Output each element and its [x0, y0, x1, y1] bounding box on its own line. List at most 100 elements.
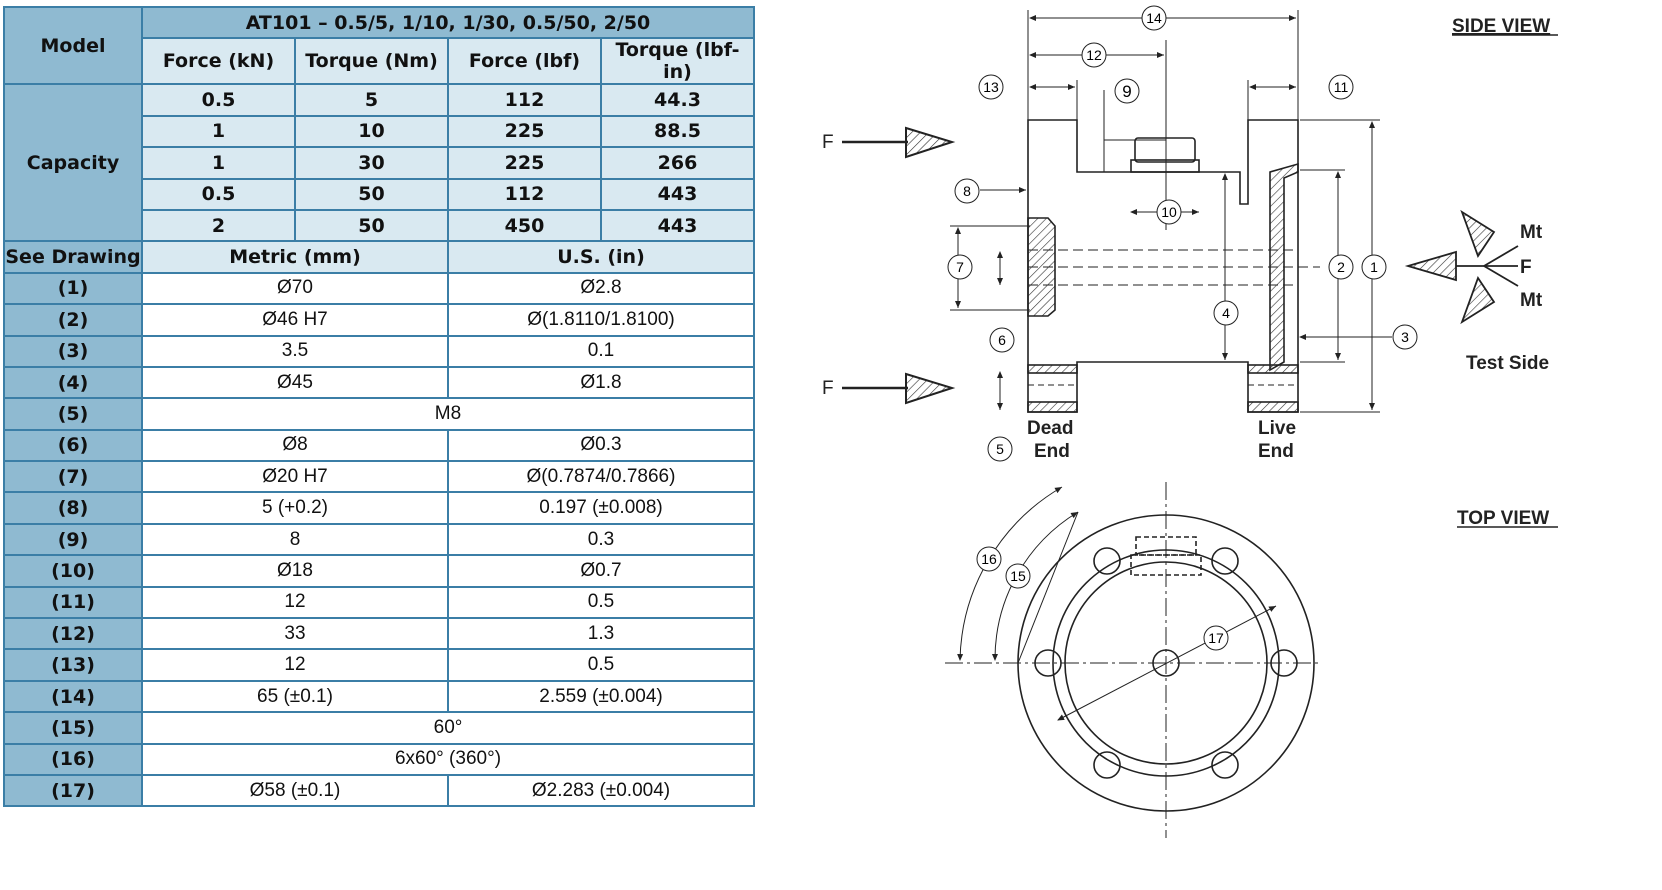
side-view [950, 10, 1392, 413]
dimension-id: (13) [3, 648, 143, 682]
test-force-label: F [1520, 257, 1532, 278]
callout-6-text: 6 [998, 332, 1006, 348]
dimension-id: (17) [3, 773, 143, 808]
callout-3-text: 3 [1401, 329, 1409, 345]
live-end-label-2: End [1258, 441, 1294, 462]
callout-5-text: 5 [996, 441, 1004, 457]
dimension-metric: 12 [141, 585, 449, 620]
dimension-us: 2.559 (±0.004) [447, 679, 755, 714]
dimension-us: Ø(0.7874/0.7866) [447, 460, 755, 494]
callout-11: 11 [1328, 74, 1354, 100]
callout-6: 6 [989, 327, 1015, 353]
dimension-id: (2) [3, 303, 143, 337]
capacity-cell: 443 [600, 177, 755, 211]
dimension-us: 0.5 [447, 648, 755, 682]
dimension-id: (11) [3, 585, 143, 620]
dimension-row: (16)6x60° (360°) [3, 742, 755, 776]
view-labels: SIDE VIEW TOP VIEW [1452, 16, 1558, 529]
col-header-torque-lbfin: Torque (lbf-in) [600, 37, 755, 86]
us-header: U.S. (in) [447, 240, 755, 274]
callouts: 14 12 13 9 11 8 10 7 6 4 2 1 3 5 [947, 5, 1418, 462]
dimension-value: 60° [141, 711, 755, 745]
dimension-id: (14) [3, 679, 143, 714]
capacity-cell: 266 [600, 146, 755, 180]
dimension-id: (6) [3, 428, 143, 463]
dimension-row: (17)Ø58 (±0.1)Ø2.283 (±0.004) [3, 773, 755, 808]
callout-11-text: 11 [1334, 79, 1349, 95]
dimension-row: (8)5 (+0.2)0.197 (±0.008) [3, 491, 755, 525]
dimension-us: Ø(1.8110/1.8100) [447, 303, 755, 337]
top-view-callouts: 16 15 17 [976, 546, 1229, 651]
dimension-id: (10) [3, 554, 143, 588]
force-label-top: F [822, 132, 834, 153]
dimension-metric: Ø58 (±0.1) [141, 773, 449, 808]
spec-table: Model AT101 – 0.5/5, 1/10, 1/30, 0.5/50,… [3, 5, 755, 808]
capacity-cell: 1 [141, 114, 296, 149]
top-view [945, 482, 1320, 838]
dimension-id: (7) [3, 460, 143, 494]
col-header-force-lbf: Force (lbf) [447, 37, 602, 86]
model-title: AT101 – 0.5/5, 1/10, 1/30, 0.5/50, 2/50 [141, 5, 755, 40]
dimension-row: (5)M8 [3, 397, 755, 431]
dimension-id: (16) [3, 742, 143, 776]
see-drawing-label: See Drawing [3, 240, 143, 274]
callout-1: 1 [1361, 254, 1387, 280]
callout-17: 17 [1203, 625, 1229, 651]
capacity-cell: 0.5 [141, 83, 296, 117]
callout-12: 12 [1081, 42, 1107, 68]
dimension-metric: 33 [141, 617, 449, 651]
callout-16-text: 16 [981, 551, 997, 567]
test-side-label: Test Side [1466, 353, 1549, 374]
callout-8-text: 8 [963, 183, 971, 199]
dimension-us: 1.3 [447, 617, 755, 651]
capacity-cell: 50 [294, 208, 449, 243]
dimension-id: (15) [3, 711, 143, 745]
callout-13-text: 13 [983, 79, 999, 95]
dimension-metric: 65 (±0.1) [141, 679, 449, 714]
capacity-cell: 112 [447, 83, 602, 117]
force-label-bottom: F [822, 378, 834, 399]
moment-label-top: Mt [1520, 222, 1543, 243]
live-end-label-1: Live [1258, 418, 1296, 439]
force-arrowhead-top [905, 126, 956, 159]
title-row: Model AT101 – 0.5/5, 1/10, 1/30, 0.5/50,… [3, 5, 755, 86]
dimension-id: (12) [3, 617, 143, 651]
dimension-us: Ø1.8 [447, 365, 755, 400]
dead-end-label-2: End [1034, 441, 1070, 462]
callout-12-text: 12 [1086, 47, 1102, 63]
dimension-row: (15)60° [3, 711, 755, 745]
col-header-force-kn: Force (kN) [141, 37, 296, 86]
dimension-metric: 3.5 [141, 334, 449, 368]
capacity-label: Capacity [3, 83, 143, 243]
callout-4-text: 4 [1222, 305, 1230, 321]
callout-17-text: 17 [1208, 630, 1224, 646]
dimension-us: 0.3 [447, 522, 755, 557]
dimension-us: Ø0.7 [447, 554, 755, 588]
moment-label-bottom: Mt [1520, 290, 1543, 311]
dimension-us: Ø2.283 (±0.004) [447, 773, 755, 808]
metric-header: Metric (mm) [141, 240, 449, 274]
dimension-metric: Ø8 [141, 428, 449, 463]
dimension-us: Ø2.8 [447, 271, 755, 306]
callout-13: 13 [978, 74, 1004, 100]
force-arrowhead-bottom [905, 372, 956, 405]
callout-1-text: 1 [1370, 259, 1378, 275]
dimension-metric: 8 [141, 522, 449, 557]
capacity-cell: 44.3 [600, 83, 755, 117]
dimension-metric: Ø45 [141, 365, 449, 400]
capacity-cell: 50 [294, 177, 449, 211]
dimension-metric: Ø46 H7 [141, 303, 449, 337]
capacity-cell: 5 [294, 83, 449, 117]
test-side-symbol: Mt F Mt Test Side [1404, 209, 1549, 374]
dimension-us: Ø0.3 [447, 428, 755, 463]
